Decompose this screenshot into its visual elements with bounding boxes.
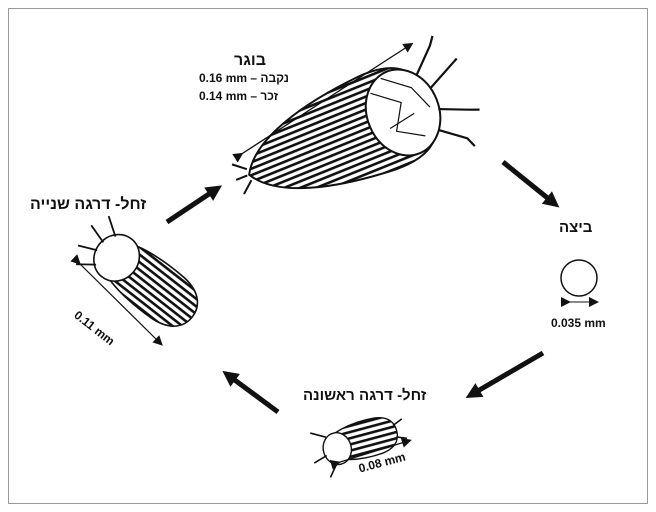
- adult-male-size: 0.14 mm – זכר: [199, 89, 278, 103]
- adult-female-size: 0.16 mm – נקבה: [199, 71, 289, 85]
- arrow-egg-to-nymph1: [476, 353, 543, 392]
- egg-title: ביצה: [559, 219, 592, 236]
- cycle-arrows: [167, 162, 550, 412]
- arrow-adult-to-egg: [503, 162, 550, 200]
- arrow-nymph2-to-adult: [167, 192, 212, 222]
- egg-size-label: 0.035 mm: [551, 316, 606, 330]
- nymph2-title: זחל- דרגה שנייה: [30, 196, 146, 214]
- nymph1-title: זחל- דרגה ראשונה: [303, 387, 426, 404]
- arrow-nymph1-to-nymph2: [232, 378, 278, 412]
- egg-illustration: [561, 260, 597, 296]
- adult-title: בוגר: [234, 52, 266, 70]
